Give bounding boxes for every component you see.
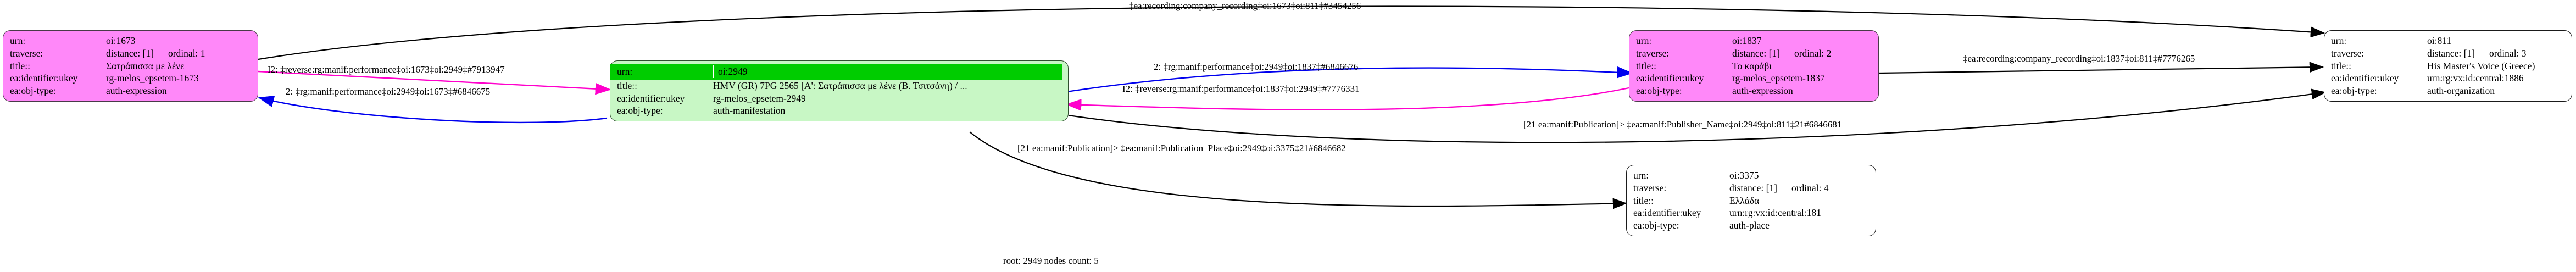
field-label-title: title:: — [10, 60, 30, 71]
field-label-urn: urn: — [10, 35, 26, 46]
edge-path-e-1837-811 — [1878, 62, 2324, 74]
field-value-traverse: distance: [1] ordinal: 4 — [1729, 182, 1829, 195]
field-value-objtype: auth-expression — [106, 85, 167, 96]
field-label-objtype: ea:obj-type: — [2331, 85, 2377, 96]
field-value-urn: oi:2949 — [714, 65, 748, 78]
node-row-ukey: ea:identifier:ukey rg-melos_epsetem-1673 — [10, 72, 252, 85]
field-label-traverse: traverse: — [10, 47, 43, 59]
node-row-urn: urn: oi:1837 — [1636, 35, 1873, 47]
field-value-title: His Master's Voice (Greece) — [2427, 60, 2535, 71]
node-row-traverse: traverse: distance: [1] ordinal: 3 — [2331, 47, 2566, 60]
field-label-ukey: ea:identifier:ukey — [1636, 73, 1704, 84]
traverse-distance: distance: [1] — [1729, 182, 1777, 193]
graph-footer-caption: root: 2949 nodes count: 5 — [1003, 256, 1099, 266]
node-row-title: title:: Ελλάδα — [1633, 195, 1870, 207]
node-oi-3375[interactable]: urn: oi:3375 traverse: distance: [1] ordi… — [1626, 165, 1876, 236]
field-label-objtype: ea:obj-type: — [1633, 220, 1679, 231]
field-label-traverse: traverse: — [1636, 47, 1670, 59]
node-oi-1837[interactable]: urn: oi:1837 traverse: distance: [1] ordi… — [1629, 30, 1879, 102]
edge-label-e-2949-3375: [21 ea:manif:Publication]> ‡ea:manif:Pub… — [1017, 143, 1346, 153]
field-label-objtype: ea:obj-type: — [1636, 85, 1682, 96]
edge-label-e-2949-1673: 2: ‡rg:manif:performance‡oi:2949‡oi:1673… — [286, 86, 491, 97]
edge-label-e-2949-811: [21 ea:manif:Publication]> ‡ea:manif:Pub… — [1523, 119, 1842, 130]
field-label-ukey: ea:identifier:ukey — [617, 92, 685, 104]
field-value-traverse: distance: [1] ordinal: 2 — [1732, 47, 1832, 60]
node-row-ukey: ea:identifier:ukey rg-melos_epsetem-1837 — [1636, 72, 1873, 85]
edge-path-e-2949-1673 — [258, 95, 608, 124]
node-row-title: title:: Σατράπισσα με λένε — [10, 60, 252, 73]
node-row-traverse: traverse: distance: [1] ordinal: 4 — [1633, 182, 1870, 195]
node-row-ukey: ea:identifier:ukey urn:rg:vx:id:central:… — [2331, 72, 2566, 85]
field-value-title: Ελλάδα — [1729, 195, 1760, 206]
field-value-traverse: distance: [1] ordinal: 1 — [106, 47, 205, 60]
node-row-urn: urn: oi:3375 — [1633, 169, 1870, 182]
field-label-traverse: traverse: — [2331, 47, 2364, 59]
node-row-title: title:: His Master's Voice (Greece) — [2331, 60, 2566, 73]
field-value-ukey: rg-melos_epsetem-1673 — [106, 73, 199, 84]
node-oi-811[interactable]: urn: oi:811 traverse: distance: [1] ordin… — [2324, 30, 2572, 102]
edge-label-e-2949-1837: 2: ‡rg:manif:performance‡oi:2949‡oi:1837… — [1154, 62, 1359, 72]
field-label-urn: urn: — [1633, 170, 1649, 181]
node-row-title: title:: HMV (GR) 7PG 2565 [Α': Σατράπισσ… — [610, 80, 1068, 92]
field-value-title: Το καράβι — [1732, 60, 1772, 71]
edge-label-e-top: ‡ea:recording:company_recording‡oi:1673‡… — [1129, 1, 1361, 11]
node-oi-2949[interactable]: urn: oi:2949 title:: HMV (GR) 7PG 2565 [… — [610, 60, 1069, 121]
field-label-objtype: ea:obj-type: — [617, 105, 663, 116]
field-label-ukey: ea:identifier:ukey — [2331, 73, 2399, 84]
node-row-urn: urn: oi:811 — [2331, 35, 2566, 47]
field-value-ukey: urn:rg:vx:id:central:181 — [1729, 207, 1821, 219]
node-row-objtype: ea:obj-type: auth-manifestation — [610, 104, 1068, 117]
edge-label-e-1837-2949: I2: ‡reverse:rg:manif:performance‡oi:183… — [1122, 84, 1360, 94]
node-row-objtype: ea:obj-type: auth-expression — [1636, 85, 1873, 97]
edge-path-e-top — [258, 5, 2325, 60]
node-row-objtype: ea:obj-type: auth-place — [1633, 219, 1870, 232]
traverse-distance: distance: [1] — [106, 47, 154, 59]
field-label-ukey: ea:identifier:ukey — [1633, 207, 1701, 219]
field-label-title: title:: — [617, 80, 637, 91]
edge-label-e-1673-2949: I2: ‡reverse:rg:manif:performance‡oi:167… — [268, 64, 505, 75]
field-value-urn: oi:1673 — [106, 35, 136, 46]
node-oi-1673[interactable]: urn: oi:1673 traverse: distance: [1] ordi… — [3, 30, 258, 102]
field-value-title: HMV (GR) 7PG 2565 [Α': Σατράπισσα με λέν… — [713, 80, 967, 91]
field-label-urn: urn: — [617, 65, 714, 78]
field-label-ukey: ea:identifier:ukey — [10, 73, 78, 84]
edge-label-e-1837-811: ‡ea:recording:company_recording‡oi:1837‡… — [1963, 53, 2195, 64]
field-label-urn: urn: — [1636, 35, 1652, 46]
field-value-ukey: urn:rg:vx:id:central:1886 — [2427, 73, 2524, 84]
field-value-urn: oi:1837 — [1732, 35, 1762, 46]
traverse-ordinal: ordinal: 2 — [1794, 47, 1832, 59]
field-label-title: title:: — [1633, 195, 1654, 206]
node-row-ukey: ea:identifier:ukey urn:rg:vx:id:central:… — [1633, 207, 1870, 219]
field-label-title: title:: — [2331, 60, 2351, 71]
field-value-objtype: auth-manifestation — [713, 105, 786, 116]
field-value-objtype: auth-organization — [2427, 85, 2495, 96]
field-value-objtype: auth-expression — [1732, 85, 1793, 96]
node-row-urn: urn: oi:2949 — [610, 64, 1062, 80]
field-value-urn: oi:811 — [2427, 35, 2452, 46]
field-label-traverse: traverse: — [1633, 182, 1667, 193]
node-row-urn: urn: oi:1673 — [10, 35, 252, 47]
field-value-ukey: rg-melos_epsetem-2949 — [713, 92, 806, 104]
traverse-distance: distance: [1] — [2427, 47, 2475, 59]
traverse-ordinal: ordinal: 4 — [1791, 182, 1829, 193]
field-value-objtype: auth-place — [1729, 220, 1770, 231]
node-row-ukey: ea:identifier:ukey rg-melos_epsetem-2949 — [610, 92, 1068, 105]
node-row-traverse: traverse: distance: [1] ordinal: 1 — [10, 47, 252, 60]
field-value-title: Σατράπισσα με λένε — [106, 60, 185, 71]
traverse-distance: distance: [1] — [1732, 47, 1780, 59]
traverse-ordinal: ordinal: 3 — [2489, 47, 2527, 59]
field-label-urn: urn: — [2331, 35, 2347, 46]
node-row-objtype: ea:obj-type: auth-organization — [2331, 85, 2566, 97]
node-row-objtype: ea:obj-type: auth-expression — [10, 85, 252, 97]
field-value-ukey: rg-melos_epsetem-1837 — [1732, 73, 1825, 84]
node-row-title: title:: Το καράβι — [1636, 60, 1873, 73]
field-label-title: title:: — [1636, 60, 1656, 71]
traverse-ordinal: ordinal: 1 — [168, 47, 205, 59]
node-row-traverse: traverse: distance: [1] ordinal: 2 — [1636, 47, 1873, 60]
field-value-traverse: distance: [1] ordinal: 3 — [2427, 47, 2527, 60]
field-value-urn: oi:3375 — [1729, 170, 1759, 181]
field-label-objtype: ea:obj-type: — [10, 85, 56, 96]
